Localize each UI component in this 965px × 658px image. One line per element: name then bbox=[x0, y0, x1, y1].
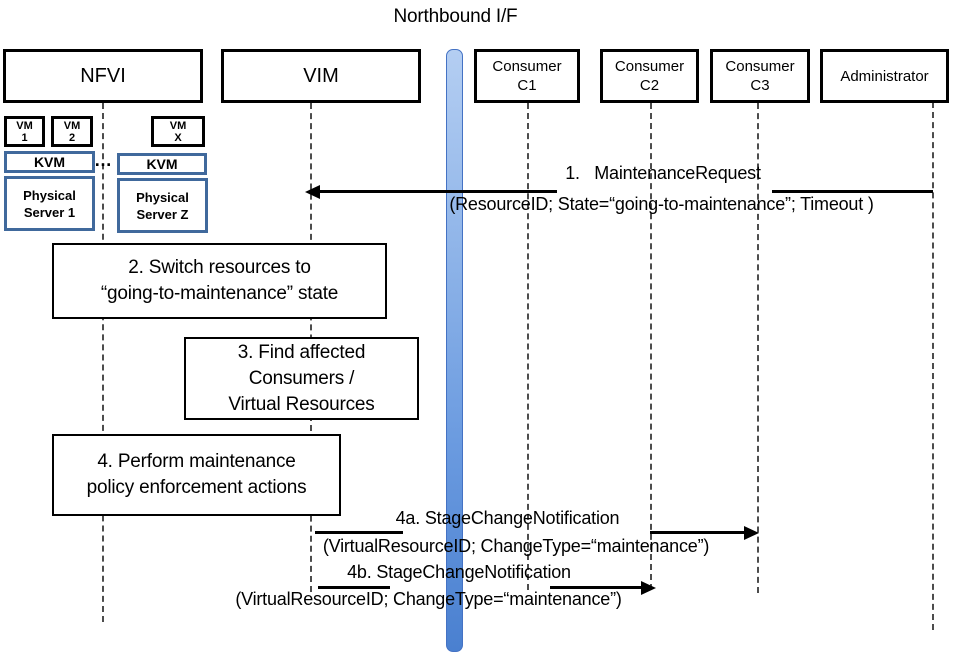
actor-consumer-c1: Consumer C1 bbox=[474, 49, 580, 103]
message-4b-line-left-segment bbox=[318, 586, 390, 589]
lifeline-nfvi bbox=[102, 103, 104, 622]
message-4b-params: (VirtualResourceID; ChangeType=“maintena… bbox=[235, 589, 622, 609]
activity-3-find-affected: 3. Find affected Consumers / Virtual Res… bbox=[184, 337, 419, 420]
vm2-line2: 2 bbox=[68, 131, 76, 144]
message-4b-name: 4b. StageChangeNotification bbox=[347, 562, 571, 582]
message-4a-line-left-segment bbox=[315, 531, 403, 534]
activity-4-perform-maintenance: 4. Perform maintenance policy enforcemen… bbox=[52, 434, 341, 516]
message-4a-name: 4a. StageChangeNotification bbox=[395, 508, 620, 528]
actor-vim-label: VIM bbox=[303, 64, 339, 87]
actor-consumer-c2-line1: Consumer bbox=[614, 58, 685, 75]
physical-server-1-box: Physical Server 1 bbox=[4, 176, 95, 231]
activity-3-line2: Consumers / bbox=[248, 367, 355, 389]
kvm1-box: KVM bbox=[4, 151, 95, 173]
vm2-line1: VM bbox=[63, 119, 81, 132]
message-4a-line-right-segment bbox=[650, 531, 745, 534]
actor-administrator-label: Administrator bbox=[840, 67, 929, 85]
message-4a-arrowhead-right bbox=[744, 526, 759, 540]
message-4b-line-right-segment bbox=[550, 586, 643, 589]
lifeline-consumer-c1 bbox=[527, 103, 529, 590]
message-1-params: (ResourceID; State=“going-to-maintenance… bbox=[449, 194, 874, 214]
kvm2-box: KVM bbox=[117, 153, 207, 175]
lifeline-consumer-c2 bbox=[650, 103, 652, 590]
vm2-box: VM 2 bbox=[51, 116, 93, 147]
activity-2-switch-resources: 2. Switch resources to “going-to-mainten… bbox=[52, 243, 387, 319]
vm1-line2: 1 bbox=[21, 131, 28, 144]
activity-4-line2: policy enforcement actions bbox=[86, 477, 307, 498]
vmx-box: VM X bbox=[151, 116, 205, 147]
actor-consumer-c3-line2: C3 bbox=[750, 77, 770, 94]
northbound-interface-bar bbox=[446, 49, 463, 652]
actor-consumer-c1-line2: C1 bbox=[517, 77, 537, 94]
message-4b-arrowhead-right bbox=[641, 581, 656, 595]
kvm2-label: KVM bbox=[146, 155, 178, 172]
message-1-name: 1. MaintenanceRequest bbox=[565, 163, 761, 183]
physical-server-z-line1: Physical bbox=[136, 189, 189, 205]
diagram-title: Northbound I/F bbox=[393, 6, 518, 27]
actor-consumer-c2-line2: C2 bbox=[639, 77, 660, 94]
lifeline-consumer-c3 bbox=[757, 103, 759, 593]
physical-server-z-line2: Server Z bbox=[136, 206, 189, 222]
message-1-arrowhead-left bbox=[305, 185, 320, 199]
kvm1-label: KVM bbox=[33, 153, 66, 170]
actor-nfvi: NFVI bbox=[3, 49, 203, 103]
actor-consumer-c1-line1: Consumer bbox=[492, 58, 562, 75]
vmx-line1: VM bbox=[169, 119, 187, 132]
actor-vim: VIM bbox=[221, 49, 421, 103]
activity-2-line2: “going-to-maintenance” state bbox=[100, 283, 339, 304]
physical-server-1-line1: Physical bbox=[23, 187, 76, 203]
vm1-line1: VM bbox=[16, 119, 33, 132]
physical-server-z-box: Physical Server Z bbox=[117, 178, 208, 233]
message-4a-params: (VirtualResourceID; ChangeType=“maintena… bbox=[322, 536, 710, 556]
actor-consumer-c3-line1: Consumer bbox=[725, 58, 795, 75]
vm1-box: VM 1 bbox=[4, 116, 45, 147]
actor-consumer-c2: Consumer C2 bbox=[600, 49, 699, 103]
message-1-line-right-segment bbox=[772, 190, 933, 193]
actor-consumer-c3: Consumer C3 bbox=[710, 49, 810, 103]
actor-administrator: Administrator bbox=[820, 49, 949, 103]
message-1-line-left-segment bbox=[318, 190, 557, 193]
physical-server-1-line2: Server 1 bbox=[23, 204, 76, 220]
actor-nfvi-label: NFVI bbox=[80, 64, 126, 87]
vmx-line2: X bbox=[174, 131, 182, 144]
activity-4-line1: 4. Perform maintenance bbox=[97, 451, 296, 472]
activity-3-line1: 3. Find affected bbox=[237, 341, 366, 363]
ellipsis-more-servers: … bbox=[94, 150, 112, 170]
activity-3-line3: Virtual Resources bbox=[228, 393, 375, 415]
activity-2-line1: 2. Switch resources to bbox=[128, 257, 311, 278]
lifeline-administrator bbox=[932, 102, 934, 630]
